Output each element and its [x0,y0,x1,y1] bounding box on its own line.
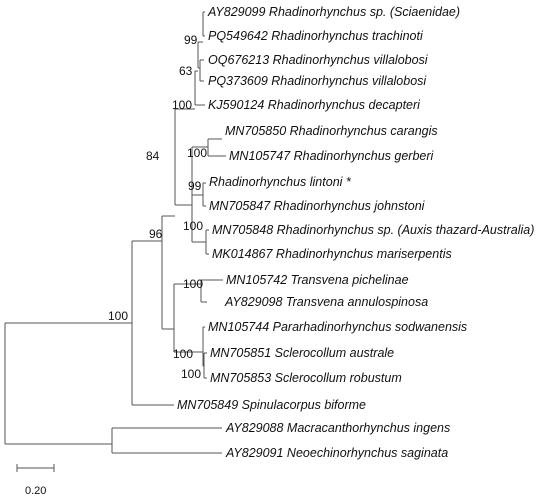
taxon-label: MN705851 Sclerocollum australe [210,346,394,360]
taxon-label: AY829099 Rhadinorhynchus sp. (Sciaenidae… [207,5,460,19]
scale-bar: 0.20 [16,464,55,497]
support-value: 84 [146,149,160,163]
taxon-label: KJ590124 Rhadinorhynchus decapteri [208,98,421,112]
support-value: 100 [181,367,201,381]
taxon-label: MN105744 Pararhadinorhynchus sodwanensis [208,320,467,334]
support-value: 100 [173,347,193,361]
support-value: 99 [184,33,198,47]
taxon-label: OQ676213 Rhadinorhynchus villalobosi [208,53,429,67]
taxon-label: MN105742 Transvena pichelinae [226,273,409,287]
taxon-label: Rhadinorhynchus lintoni * [209,175,352,189]
taxon-label: MK014867 Rhadinorhynchus mariserpentis [212,247,452,261]
support-value: 100 [183,219,203,233]
support-value: 100 [187,146,207,160]
support-value: 96 [149,227,163,241]
taxon-label: AY829088 Macracanthorhynchus ingens [225,421,450,435]
taxon-labels: AY829099 Rhadinorhynchus sp. (Sciaenidae… [177,5,534,460]
taxon-label: AY829098 Transvena annulospinosa [224,295,428,309]
scale-bar-label: 0.20 [25,485,46,497]
taxon-label: MN705848 Rhadinorhynchus sp. (Auxis thaz… [212,223,534,237]
support-values: 99 63 100 100 84 99 100 96 100 100 100 1… [108,33,207,381]
support-value: 100 [183,277,203,291]
tree-branches [4,11,226,454]
taxon-label: PQ373609 Rhadinorhynchus villalobosi [208,74,427,88]
taxon-label: MN705849 Spinulacorpus biforme [177,398,366,412]
support-value: 99 [188,179,202,193]
taxon-label: PQ549642 Rhadinorhynchus trachinoti [208,29,424,43]
support-value: 100 [108,309,128,323]
support-value: 63 [179,64,193,78]
taxon-label: MN705853 Sclerocollum robustum [210,371,402,385]
taxon-label: AY829091 Neoechinorhynchus saginata [225,446,448,460]
support-value: 100 [172,98,192,112]
taxon-label: MN105747 Rhadinorhynchus gerberi [229,149,435,163]
taxon-label: MN705847 Rhadinorhynchus johnstoni [209,199,426,213]
taxon-label: MN705850 Rhadinorhynchus carangis [225,124,438,138]
